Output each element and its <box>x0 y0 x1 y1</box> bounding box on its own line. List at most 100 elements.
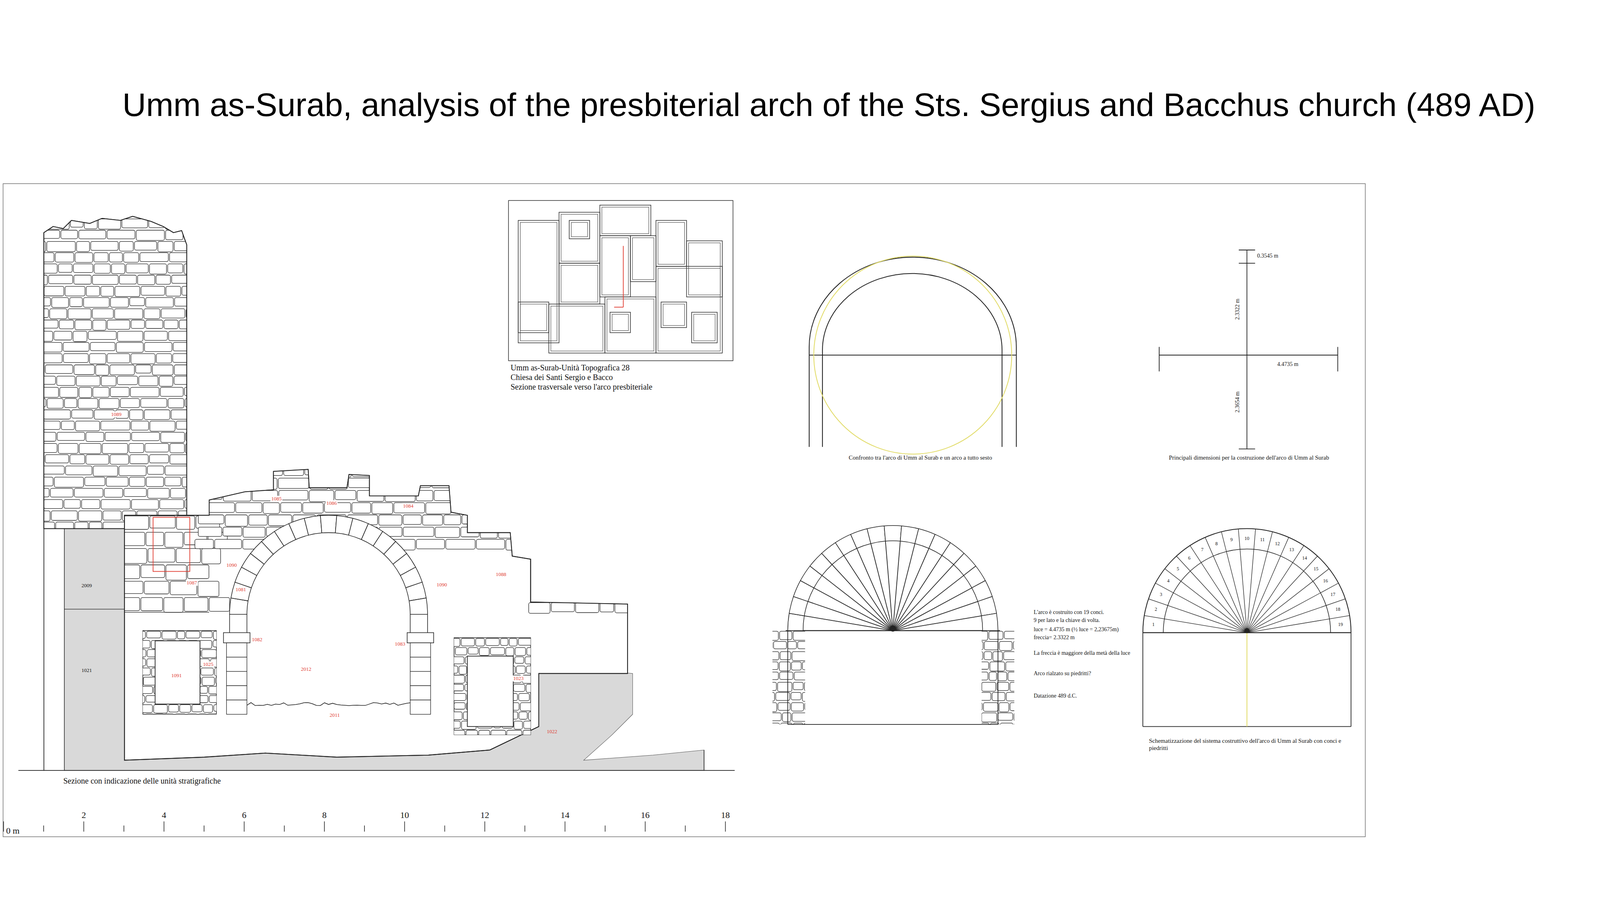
note-text: Datazione 489 d.C. <box>1033 692 1077 700</box>
masonry-stones-part <box>787 641 797 649</box>
masonry-stones-part <box>793 682 804 690</box>
masonry-stones-part <box>74 522 88 531</box>
masonry-stones-part <box>171 275 196 284</box>
masonry-stones-part <box>797 641 806 649</box>
masonry-stones-part <box>59 320 74 329</box>
masonry-stones-part <box>778 702 790 711</box>
masonry-stones-part <box>158 241 174 252</box>
masonry-stones-part <box>348 478 378 488</box>
unit-number: 1083 <box>394 640 406 647</box>
voussoir-number: 5 <box>1176 566 1180 572</box>
masonry-stones-part <box>198 581 219 597</box>
scale-bar-part <box>83 821 85 832</box>
plan-line <box>518 302 550 333</box>
scale-bar-part <box>604 825 606 832</box>
scale-number: 6 <box>242 810 247 821</box>
dimension-cross-part <box>1246 250 1248 449</box>
masonry-stones-part <box>120 548 147 564</box>
masonry-stones-part <box>165 466 188 476</box>
masonry-stones-part <box>130 387 160 397</box>
masonry-stones-part <box>777 682 792 692</box>
scale-number: 4 <box>161 810 166 821</box>
masonry-stones-part <box>170 454 199 465</box>
masonry-stones-part <box>179 704 191 713</box>
masonry-stones-part <box>145 714 154 715</box>
plan-line <box>630 235 657 282</box>
voussoir-number: 16 <box>1323 578 1328 584</box>
masonry-stones <box>454 638 531 735</box>
masonry-stones-part <box>514 656 524 664</box>
voussoir-number: 17 <box>1330 592 1336 598</box>
masonry-stones-part <box>144 308 160 319</box>
dimension-label: 2.3654 m <box>1234 391 1241 413</box>
masonry-stones-part <box>981 702 982 711</box>
scale-number: 10 <box>400 810 409 821</box>
masonry-stones-part <box>170 488 186 498</box>
masonry-stones-part <box>155 714 164 715</box>
masonry-stones-part <box>159 376 173 386</box>
masonry-stones-part <box>981 641 984 650</box>
scale-bar-part <box>123 825 125 832</box>
masonry-stones-part <box>304 466 324 475</box>
masonry-stones-part <box>500 502 531 514</box>
masonry-stones-part <box>149 264 167 274</box>
masonry-stones-part <box>39 477 54 486</box>
masonry-stones-part <box>42 264 58 274</box>
masonry-stones-part <box>116 342 144 353</box>
scale-bar-part <box>203 825 205 832</box>
figure-caption: Confronto tra l'arco di Umm al Surab e u… <box>848 454 992 462</box>
masonry-stones-part <box>32 488 50 497</box>
masonry-stones-part <box>86 454 109 465</box>
masonry-stones-part <box>144 331 168 341</box>
unit-number: 1025 <box>202 661 214 668</box>
scale-number: 16 <box>640 810 650 821</box>
masonry-stones-part <box>478 730 490 735</box>
masonry-stones-part <box>148 548 175 562</box>
masonry-stones-part <box>779 662 790 672</box>
masonry-stones-part <box>1004 631 1015 639</box>
masonry-stones-part <box>518 514 547 525</box>
scale-number: 14 <box>560 810 570 821</box>
masonry-stones-part <box>199 640 212 649</box>
plan-line <box>569 220 590 239</box>
section-drawing-part <box>124 469 628 760</box>
masonry-stones-part <box>122 218 148 228</box>
masonry-stones-part <box>110 297 129 308</box>
masonry-stones-part <box>518 712 528 720</box>
plan-line <box>559 212 600 264</box>
section-drawing-part <box>226 671 247 686</box>
masonry-stones-part <box>182 477 195 488</box>
scale-bar-part <box>3 821 4 832</box>
masonry-stones-part <box>302 502 324 514</box>
scale-bar-part <box>524 825 526 832</box>
masonry-stones-part <box>92 308 114 319</box>
scale-bar-part <box>244 821 245 832</box>
masonry-stones-part <box>38 376 56 385</box>
masonry-stones-part <box>130 353 155 364</box>
masonry-stones-part <box>201 548 221 564</box>
masonry-stones-part <box>78 398 98 409</box>
masonry-stones-part <box>992 692 1005 701</box>
plan-line <box>571 222 588 237</box>
masonry-stones-part <box>83 297 110 308</box>
unit-number: 2012 <box>300 666 312 673</box>
masonry-stones-part <box>63 342 90 352</box>
masonry-stones-part <box>1013 641 1015 650</box>
masonry-stones-part <box>493 478 518 489</box>
masonry-stones-part <box>135 364 152 373</box>
masonry-stones-part <box>146 532 164 546</box>
masonry-stones-part <box>123 516 149 530</box>
masonry-stones-part <box>142 658 146 666</box>
masonry-stones-part <box>184 264 208 274</box>
masonry-stones-part <box>791 662 802 671</box>
masonry-stones-part <box>514 721 523 730</box>
voussoir-arch-part <box>832 564 893 631</box>
voussoir-number: 11 <box>1260 537 1265 543</box>
plan-line <box>692 312 718 344</box>
masonry-stones-part <box>520 702 531 711</box>
masonry-stones-part <box>160 432 185 443</box>
masonry-stones-part <box>1010 682 1015 692</box>
masonry-stones-part <box>146 477 164 487</box>
masonry-stones-part <box>525 656 531 664</box>
masonry-stones-part <box>185 443 210 454</box>
